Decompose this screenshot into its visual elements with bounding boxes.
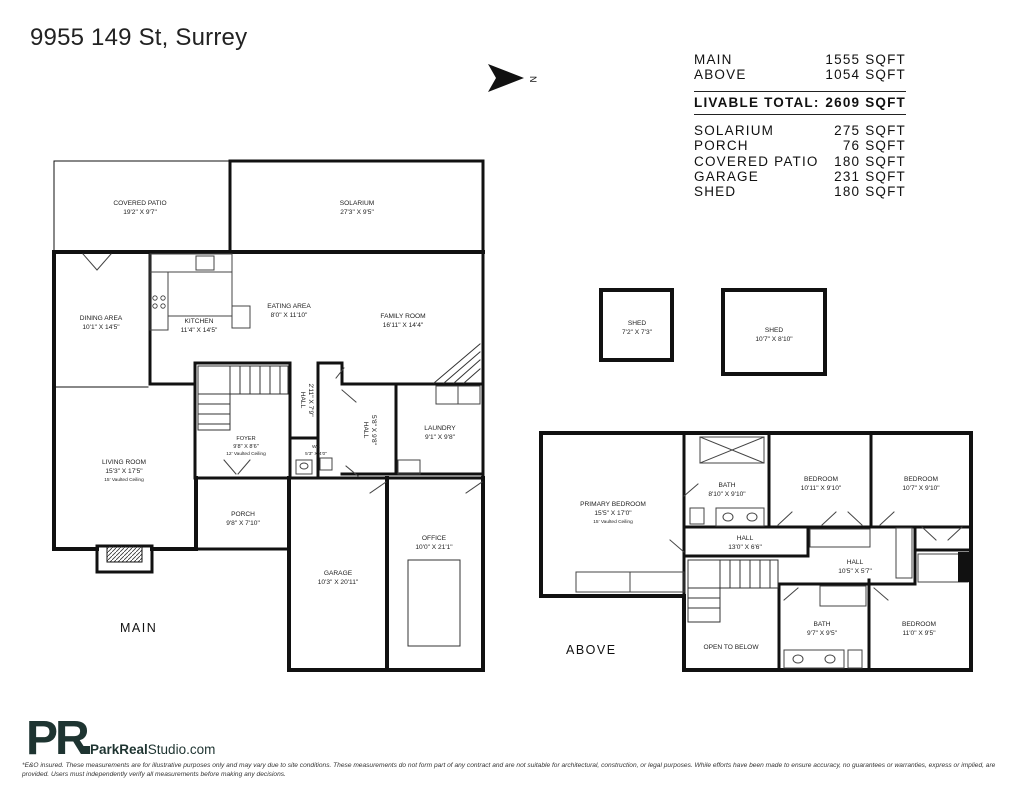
- room-hall1-name: HALL: [299, 392, 306, 409]
- laundry-machines: [397, 385, 481, 475]
- main-interior-walls: [53, 250, 485, 551]
- room-eating-name: EATING AREA: [267, 303, 311, 310]
- room-garage-name: GARAGE: [324, 570, 353, 577]
- disclaimer-text: *E&O insured. These measurements are for…: [22, 762, 996, 778]
- above-stairs: [687, 559, 779, 623]
- room-dining-name: DINING AREA: [80, 315, 123, 322]
- room-foyer-name: FOYER: [236, 436, 255, 442]
- above-exterior-walls: [539, 431, 973, 672]
- room-wc-dim: 5'3" X 4'0": [305, 451, 327, 457]
- room-living-name: LIVING ROOM: [102, 459, 146, 466]
- room-kitchen-name: KITCHEN: [185, 318, 214, 325]
- room-solarium-dim: 27'3" X 9'5": [340, 209, 374, 216]
- floor-label-above: ABOVE: [566, 643, 617, 657]
- north-arrow-icon: N: [488, 64, 538, 92]
- main-exterior-walls: [52, 250, 485, 551]
- property-address: 9955 149 St, Surrey: [30, 24, 248, 51]
- room-bed1-dim: 10'11" X 9'10": [801, 485, 842, 492]
- room-bath1-dim: 8'10" X 9'10": [708, 491, 746, 498]
- shed-2-walls: [721, 288, 827, 376]
- room-bed3-dim: 11'0" X 9'5": [902, 630, 936, 637]
- room-living-dim: 15'3" X 17'5": [105, 468, 143, 475]
- floor-label-main: MAIN: [120, 621, 158, 635]
- room-shed2-name: SHED: [765, 327, 784, 334]
- bedroom-closets: [809, 527, 969, 583]
- door-swings: [82, 253, 483, 494]
- fireplace: [95, 544, 154, 574]
- room-family-name: FAMILY ROOM: [380, 313, 425, 320]
- room-shed1-dim: 7'2" X 7'3": [622, 329, 653, 336]
- room-primary-note: 15' Vaulted Ceiling: [593, 519, 633, 525]
- room-bath2-dim: 9'7" X 9'5": [807, 630, 838, 637]
- room-living-note: 15' Vaulted Ceiling: [104, 477, 144, 483]
- solarium-walls: [228, 159, 485, 483]
- stove-icon: [152, 295, 166, 309]
- room-wc-name: WC: [312, 444, 321, 450]
- room-eating-dim: 8'0" X 11'10": [271, 312, 308, 319]
- office-desk: [407, 559, 461, 647]
- room-foyer-note: 12' Vaulted Ceiling: [226, 451, 266, 457]
- brand-name: ParkRealStudio.com: [90, 742, 216, 757]
- shed-1-walls: [599, 288, 674, 362]
- room-bath1-name: BATH: [718, 482, 735, 489]
- above-interior-walls: [682, 431, 973, 672]
- family-stair: [433, 343, 481, 384]
- room-office-name: OFFICE: [422, 535, 447, 542]
- room-covered-patio-dim: 19'2" X 9'7": [123, 209, 157, 216]
- bath-1-fixtures: [689, 436, 765, 527]
- area-row-total: LIVABLE TOTAL:2609 SQFT: [694, 90, 906, 115]
- room-family-dim: 16'11" X 14'4": [383, 322, 424, 329]
- room-hall2-dim: 5'8" X 9'8": [370, 415, 377, 446]
- parkreal-logo-icon: PR: [26, 712, 92, 758]
- room-solarium-name: SOLARIUM: [340, 200, 374, 207]
- garage-office-walls: [287, 476, 485, 672]
- primary-closet: [575, 571, 685, 593]
- room-bed3-name: BEDROOM: [902, 621, 936, 628]
- room-hall2-name: HALL: [362, 422, 369, 439]
- room-foyer-dim: 9'8" X 8'6": [233, 444, 258, 450]
- covered-patio-outline: [53, 160, 231, 252]
- room-hall4-name: HALL: [847, 559, 864, 566]
- kitchen-counters: [149, 253, 251, 331]
- north-label: N: [528, 76, 538, 83]
- room-garage-dim: 10'3" X 20'11": [318, 579, 359, 586]
- logo-mark: PR: [26, 712, 89, 758]
- room-primary-name: PRIMARY BEDROOM: [580, 501, 646, 508]
- room-bed1-name: BEDROOM: [804, 476, 838, 483]
- bath-2-fixtures: [783, 585, 867, 669]
- room-laundry-dim: 9'1" X 9'8": [425, 434, 456, 441]
- room-porch-name: PORCH: [231, 511, 255, 518]
- above-door-swings: [669, 483, 963, 601]
- room-shed1-name: SHED: [628, 320, 647, 327]
- room-bath2-name: BATH: [813, 621, 830, 628]
- room-primary-dim: 15'5" X 17'0": [594, 510, 632, 517]
- wc-fixtures: [295, 457, 333, 475]
- room-hall3-dim: 13'0" X 6'6": [728, 544, 762, 551]
- room-laundry-name: LAUNDRY: [424, 425, 456, 432]
- room-shed2-dim: 10'7" X 8'10": [755, 336, 793, 343]
- room-covered-patio-name: COVERED PATIO: [113, 200, 166, 207]
- room-kitchen-dim: 11'4" X 14'5": [181, 327, 218, 334]
- room-hall3-name: HALL: [737, 535, 754, 542]
- room-bed2-name: BEDROOM: [904, 476, 938, 483]
- room-dining-dim: 10'1" X 14'5": [82, 324, 120, 331]
- room-office-dim: 10'0" X 21'1": [415, 544, 453, 551]
- room-bed2-dim: 10'7" X 9'10": [902, 485, 940, 492]
- room-open-below-name: OPEN TO BELOW: [703, 644, 759, 651]
- above-stair-void: [958, 552, 971, 582]
- room-hall1-dim: 2'11" X 7'9": [307, 383, 314, 417]
- room-porch-dim: 9'8" X 7'10": [226, 520, 260, 527]
- main-stairs: [197, 365, 289, 431]
- room-hall4-dim: 10'5" X 5'7": [838, 568, 872, 575]
